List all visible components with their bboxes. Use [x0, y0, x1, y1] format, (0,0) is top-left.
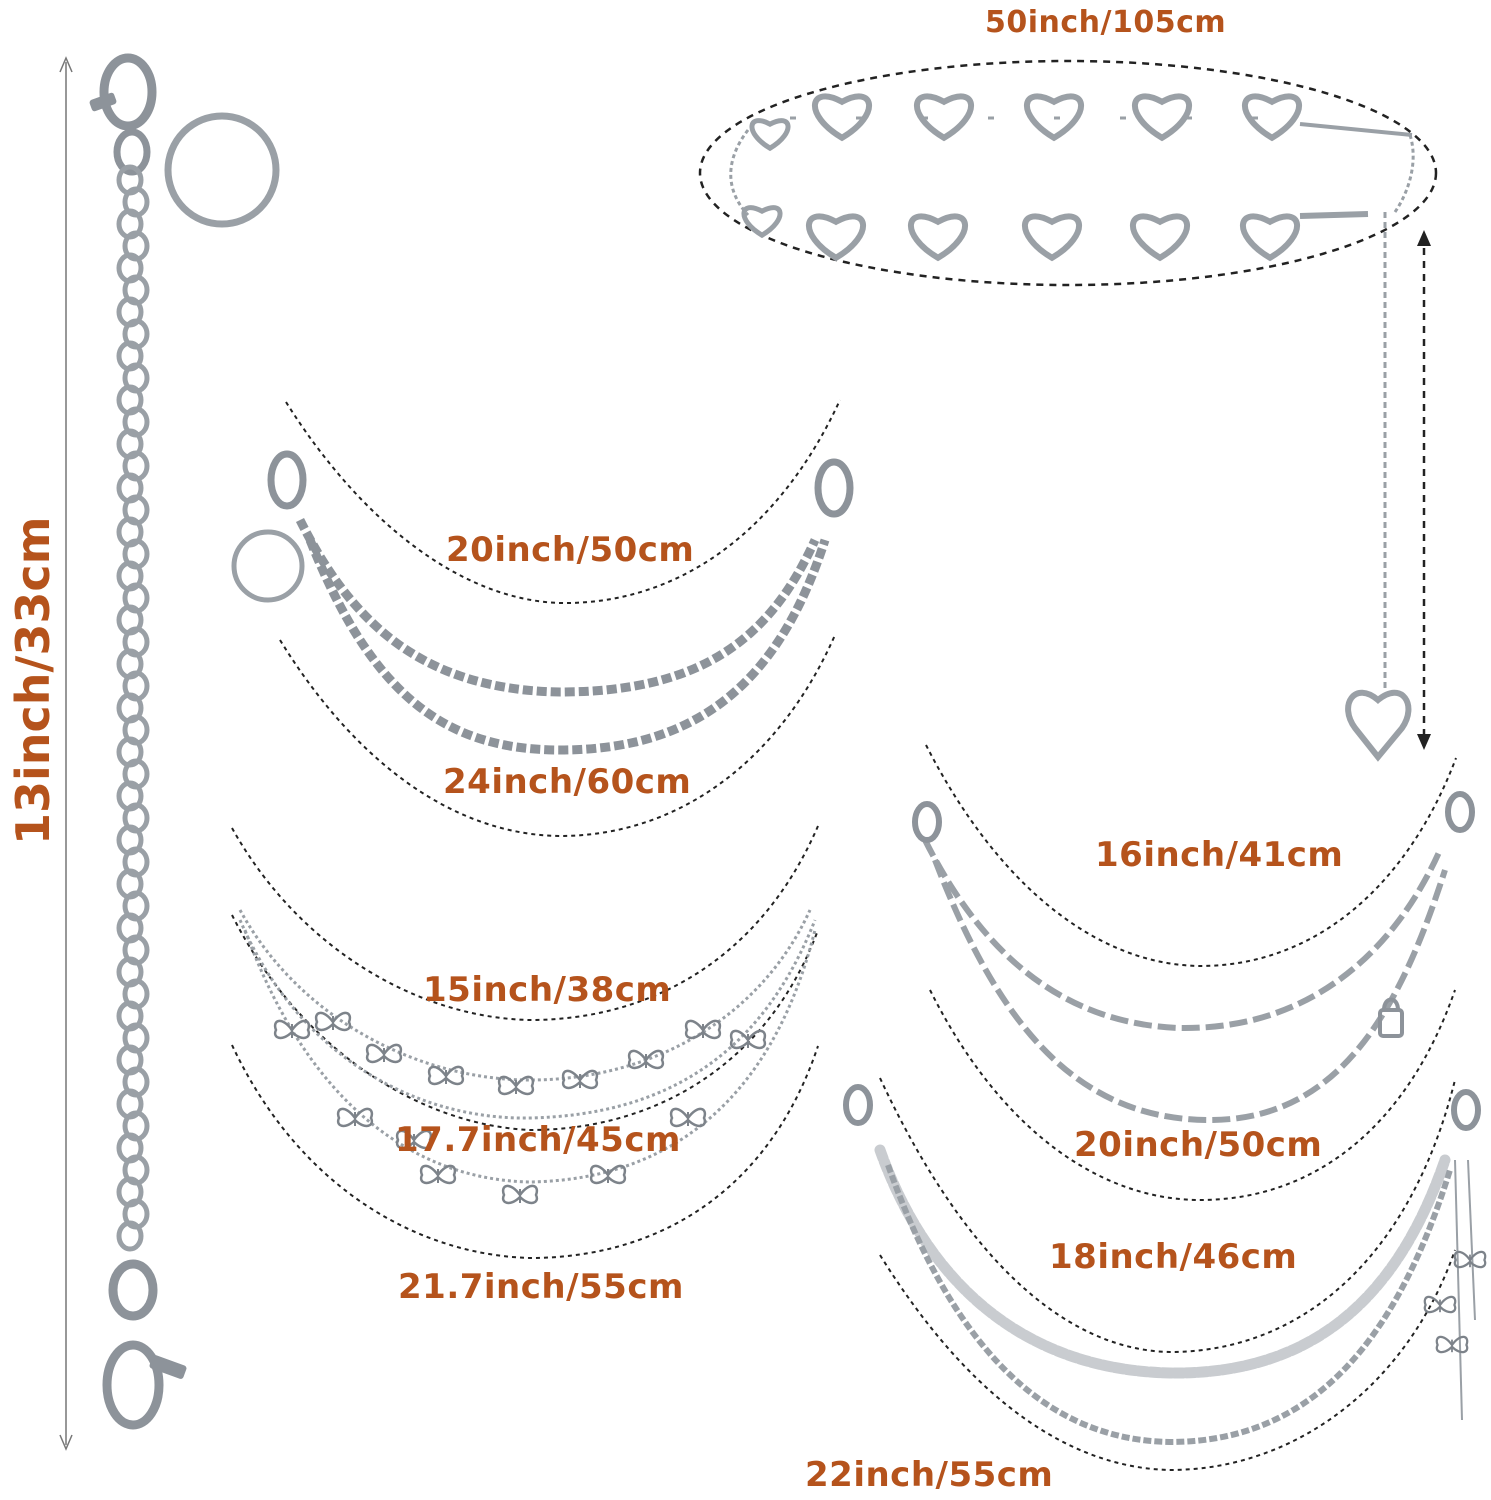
heart-link-icon — [805, 213, 867, 262]
butterfly-chain — [231, 825, 819, 1260]
label-heart-waist-chain: 50inch/105cm — [985, 5, 1227, 40]
label-butterfly-chain-long: 21.7inch/55cm — [398, 1267, 684, 1307]
measure-arc — [231, 1044, 819, 1260]
butterfly-charm-icon — [336, 1107, 374, 1128]
lobster-clasp-icon — [814, 458, 854, 518]
butterfly-charm-icon — [395, 1129, 433, 1150]
heart-waist-chain — [698, 59, 1438, 762]
label-butterfly-chain-short: 15inch/38cm — [423, 970, 672, 1010]
heart-link-icon — [811, 93, 873, 142]
curb-chain — [295, 517, 820, 697]
measure-arc — [925, 744, 1457, 968]
pearl-curb-chain — [843, 1077, 1487, 1472]
paperclip-lock-chain — [912, 744, 1475, 1202]
butterfly-charm-icon — [419, 1164, 457, 1185]
curb-chain — [305, 538, 830, 755]
butterfly-charm-icon — [627, 1049, 665, 1070]
heart-link-icon — [1129, 213, 1191, 262]
butterfly-charm-icon — [1453, 1250, 1487, 1269]
paperclip-chain — [932, 858, 1448, 1124]
fine-chain — [238, 919, 817, 1120]
measure-arc — [879, 1249, 1456, 1472]
butterfly-charm-icon — [314, 1011, 352, 1032]
butterfly-charm-icon — [1435, 1335, 1469, 1354]
heart-pendant-icon — [1345, 689, 1412, 762]
curb-chain — [116, 164, 150, 1252]
key-ring-icon — [231, 529, 305, 603]
butterfly-charm-icon — [497, 1075, 535, 1096]
lobster-clasp-icon — [99, 53, 157, 131]
heart-link-icon — [1021, 213, 1083, 262]
butterfly-charm-icon — [561, 1069, 599, 1090]
long-keychain — [59, 53, 280, 1451]
lobster-clasp-icon — [912, 801, 942, 843]
measure-ellipse — [698, 59, 1438, 287]
chain-link — [116, 1220, 144, 1252]
label-curb-chain-pearl-set: 22inch/55cm — [805, 1455, 1054, 1495]
label-curb-chain-long: 24inch/60cm — [443, 762, 692, 802]
butterfly-charm-icon — [669, 1107, 707, 1128]
heart-link-icon — [1241, 93, 1303, 142]
lobster-clasp-icon — [843, 1084, 873, 1126]
butterfly-charm-icon — [589, 1164, 627, 1185]
label-paperclip-chain-long: 20inch/50cm — [1074, 1125, 1323, 1165]
paperclip-chain — [922, 838, 1443, 1032]
lobster-clasp-icon — [1451, 1089, 1481, 1131]
measure-arc — [879, 1077, 1456, 1354]
heart-link-icon — [1023, 93, 1085, 142]
butterfly-charm-icon — [427, 1065, 465, 1086]
measure-arc — [231, 914, 819, 1132]
label-curb-chain-short: 20inch/50cm — [446, 530, 695, 570]
padlock-icon — [1378, 1008, 1404, 1038]
key-ring-icon — [164, 112, 280, 228]
butterfly-charm-icon — [365, 1043, 403, 1064]
measure-arc — [929, 989, 1456, 1202]
butterfly-charm-icon — [729, 1029, 767, 1050]
measure-arc — [279, 634, 836, 838]
label-butterfly-chain-mid: 17.7inch/45cm — [395, 1120, 681, 1160]
fine-chain — [238, 909, 812, 1082]
measure-arc — [285, 399, 841, 605]
butterfly-charm-icon — [501, 1184, 539, 1205]
butterfly-charm-icon — [684, 1019, 722, 1040]
measure-arc — [231, 825, 819, 1022]
heart-link-icon — [907, 213, 969, 262]
curb-chain — [885, 1163, 1453, 1446]
heart-link-icon — [1131, 93, 1193, 142]
butterfly-charm-icon — [273, 1019, 311, 1040]
butterfly-charm-icon — [1423, 1295, 1457, 1314]
label-pearl-strand: 18inch/46cm — [1049, 1237, 1298, 1277]
heart-link-icon — [913, 93, 975, 142]
pearl-strand — [874, 1144, 1451, 1379]
double-curb-chain — [231, 399, 854, 838]
heart-link-icon — [1239, 213, 1301, 262]
lobster-clasp-icon — [102, 1340, 164, 1430]
lobster-clasp-icon — [1445, 791, 1475, 833]
label-long-keychain: 13inch/33cm — [6, 516, 60, 845]
lobster-clasp-icon — [267, 450, 307, 510]
label-paperclip-chain-short: 16inch/41cm — [1095, 835, 1344, 875]
